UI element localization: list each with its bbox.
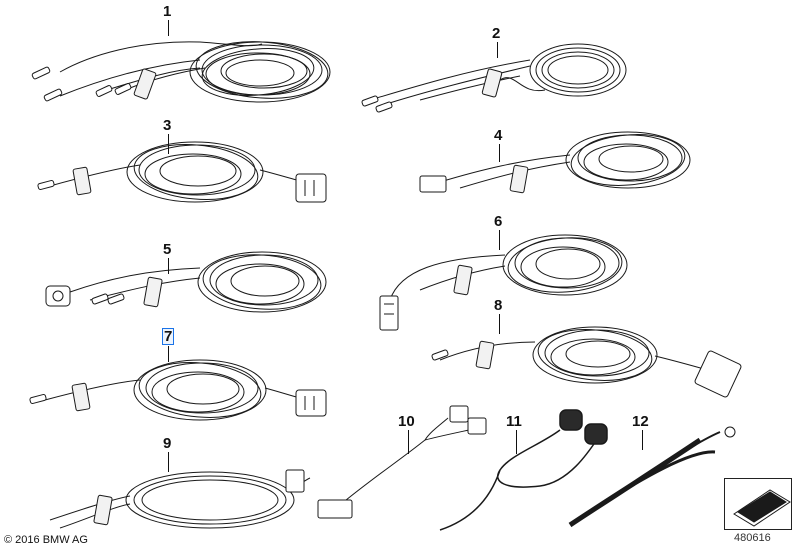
leader-8 xyxy=(499,314,500,334)
wire-harness-1[interactable] xyxy=(31,37,331,103)
leader-3 xyxy=(168,134,169,154)
wire-harness-3[interactable] xyxy=(37,140,327,205)
wire-harness-10[interactable] xyxy=(317,405,487,519)
callout-2[interactable]: 2 xyxy=(492,25,501,42)
callout-3[interactable]: 3 xyxy=(163,117,172,134)
callout-6[interactable]: 6 xyxy=(494,213,503,230)
leader-2 xyxy=(497,42,498,58)
leader-5 xyxy=(168,258,169,274)
wire-harness-12[interactable] xyxy=(568,426,736,528)
callout-9[interactable]: 9 xyxy=(163,435,172,452)
wire-harness-4[interactable] xyxy=(419,130,691,194)
reference-box xyxy=(724,478,792,530)
callout-7[interactable]: 7 xyxy=(161,328,175,345)
callout-10[interactable]: 10 xyxy=(398,413,415,430)
callout-1[interactable]: 1 xyxy=(163,3,172,20)
wire-harness-6[interactable] xyxy=(379,234,628,331)
copyright-text: © 2016 BMW AG xyxy=(4,534,88,546)
wire-harness-9[interactable] xyxy=(49,469,311,529)
callout-5[interactable]: 5 xyxy=(163,241,172,258)
leader-6 xyxy=(499,230,500,250)
wire-harness-2[interactable] xyxy=(361,43,627,113)
leader-7 xyxy=(168,346,169,362)
wire-harness-5[interactable] xyxy=(45,251,327,313)
leader-1 xyxy=(168,20,169,36)
callout-12[interactable]: 12 xyxy=(632,413,649,430)
reference-symbol xyxy=(733,489,791,527)
wire-harness-7[interactable] xyxy=(29,358,327,422)
leader-4 xyxy=(499,144,500,162)
callout-11[interactable]: 11 xyxy=(506,413,522,430)
reference-number: 480616 xyxy=(734,532,771,544)
callout-4[interactable]: 4 xyxy=(494,127,503,144)
callout-8[interactable]: 8 xyxy=(494,297,503,314)
wire-harness-8[interactable] xyxy=(431,325,742,398)
wire-harness-11[interactable] xyxy=(439,409,608,531)
leader-9 xyxy=(168,452,169,472)
leader-11 xyxy=(516,430,517,454)
leader-10 xyxy=(408,430,409,454)
leader-12 xyxy=(642,430,643,450)
